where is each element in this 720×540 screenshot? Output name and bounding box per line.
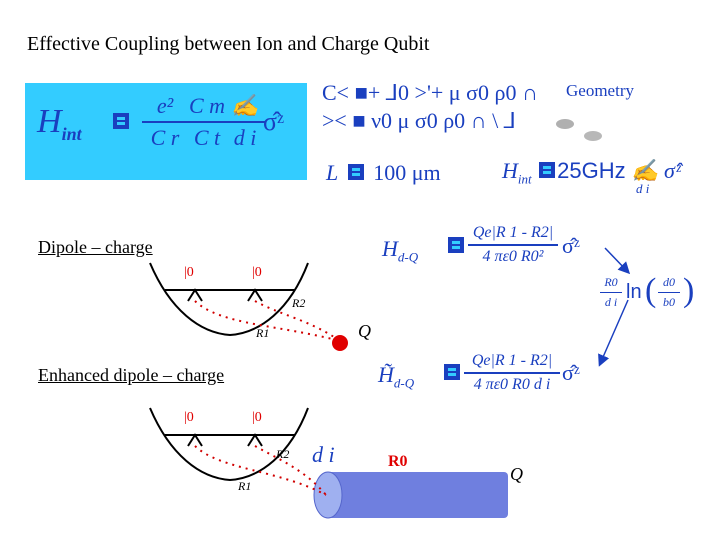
hint-value-number: 25GHz [557, 158, 626, 183]
hint-value-symbol: H [502, 158, 518, 183]
well-barrier-left [187, 433, 203, 447]
chain-r1 [194, 445, 327, 496]
r2-label: R2 [275, 447, 289, 461]
charge-q-label: Q [510, 464, 523, 484]
formula-line-1: C˂ ■+ ⅃0 ˃'+ μ σ0 ρ0 ∩ [322, 80, 538, 105]
hint-value-subscript: int [517, 171, 532, 187]
hdq-symbol: H [382, 236, 398, 261]
r1-label: R1 [237, 479, 251, 493]
potential-well-outer [149, 407, 309, 482]
hdq-equals [448, 237, 464, 258]
fraction-cm-ct: C m C t [185, 93, 229, 151]
well-barrier-right [247, 433, 263, 447]
ket-right: |0 [252, 265, 262, 280]
hint-symbol: H [37, 103, 62, 140]
frac-den: C t [193, 125, 221, 150]
ket-right: |0 [252, 410, 262, 425]
paren-open: ( [645, 272, 657, 309]
r0-label: R0 [388, 453, 408, 470]
sigma-z-operator: σ̂ᶻ [263, 107, 285, 136]
log-den: d i [604, 295, 618, 309]
well-barrier-left [187, 288, 203, 302]
log-num: R0 [604, 275, 618, 289]
electrode-body [328, 472, 508, 518]
hdq-subscript: d-Q [397, 249, 419, 265]
fraction-x-di: ✍ d i [225, 93, 265, 151]
charge-q-label: Q [358, 321, 371, 341]
length-symbol: L [326, 160, 339, 185]
chain-r1 [194, 300, 341, 342]
electrode-end [313, 471, 343, 519]
ket-left: |0 [184, 265, 194, 280]
dipole-charge-diagram: |0 |0 R1 R2 Q [149, 262, 371, 351]
di-label: d i [312, 442, 335, 467]
r1-label: R1 [255, 326, 269, 340]
hdq-tilde-fraction: Qe|R 1 - R2| 4 πε0 R0 d i [464, 352, 560, 394]
arrow-to-log [604, 247, 631, 275]
slide-title: Effective Coupling between Ion and Charg… [27, 33, 430, 55]
hdq-tilde-symbol: H̃ [378, 362, 394, 387]
log-frac-r0-di: R0 d i [600, 275, 622, 310]
log-frac-d0-b0: d0 b0 [658, 275, 680, 310]
ln-label: ln [626, 281, 642, 303]
hint-formula-box: Hint e² C r C m C t ✍ d i σ̂ᶻ [25, 83, 307, 180]
hdq-tilde-lhs: H̃d-Q [378, 362, 414, 391]
paren-num: d0 [663, 275, 675, 289]
hint-value-sigma: σ̂ᶻ [664, 158, 681, 183]
frac-num-glyph: ✍ [231, 93, 259, 118]
hint-value-glyph: ✍ [631, 158, 659, 183]
enhanced-dipole-charge-label: Enhanced dipole – charge [38, 365, 225, 385]
hdq-tilde-num: Qe|R 1 - R2| [471, 352, 553, 369]
hint-lhs: Hint [37, 103, 82, 145]
hdq-tilde-equals [444, 364, 460, 385]
frac-den: C r [150, 125, 180, 150]
hdq-tilde-sigma: σ̂ᶻ [562, 360, 580, 385]
r2-label: R2 [291, 296, 305, 310]
hdq-num: Qe|R 1 - R2| [472, 224, 554, 241]
charge-q-dot [332, 335, 348, 351]
hdq-lhs: Hd-Q [382, 236, 418, 265]
connector-arrows [598, 247, 631, 367]
dipole-charge-label: Dipole – charge [38, 237, 153, 257]
geometry-dot-right [584, 131, 602, 141]
hdq-tilde-subscript: d-Q [393, 375, 415, 391]
chain-r2 [254, 445, 327, 496]
frac-den: d i [233, 125, 257, 150]
length-value: 100 μm [373, 160, 441, 185]
ket-left: |0 [184, 410, 194, 425]
hint-value-equation: Hint 25GHz ✍ σ̂ᶻ [502, 158, 680, 187]
frac-num: e² [156, 93, 174, 118]
geometry-label: Geometry [566, 81, 634, 100]
frac-num: C m [188, 93, 226, 118]
chain-r2 [254, 300, 341, 342]
hdq-tilde-den: 4 πε0 R0 d i [473, 376, 551, 393]
hdq-fraction: Qe|R 1 - R2| 4 πε0 R0² [468, 224, 558, 266]
hdq-den: 4 πε0 R0² [482, 248, 544, 265]
fraction-e2-cr: e² C r [142, 93, 188, 151]
enhanced-dipole-diagram: |0 |0 R1 R2 d i R0 Q [149, 407, 523, 519]
paren-den: b0 [663, 295, 675, 309]
potential-well-outer [149, 262, 309, 337]
hint-subscript: int [61, 123, 82, 144]
paren-close: ) [683, 272, 695, 309]
geometry-dots [556, 119, 602, 141]
formula-line-2: ˃˂ ■ ν0 μ σ0 ρ0 ∩ \ ⅃ [322, 108, 516, 133]
length-equation: L 100 μm [326, 160, 441, 186]
equals-sign [113, 113, 129, 134]
hint-value-den: d i [636, 181, 650, 196]
hdq-sigma: σ̂ᶻ [562, 233, 580, 258]
well-barrier-right [247, 288, 263, 302]
arrow-to-tilde [598, 299, 629, 367]
geometry-dot-left [556, 119, 574, 129]
